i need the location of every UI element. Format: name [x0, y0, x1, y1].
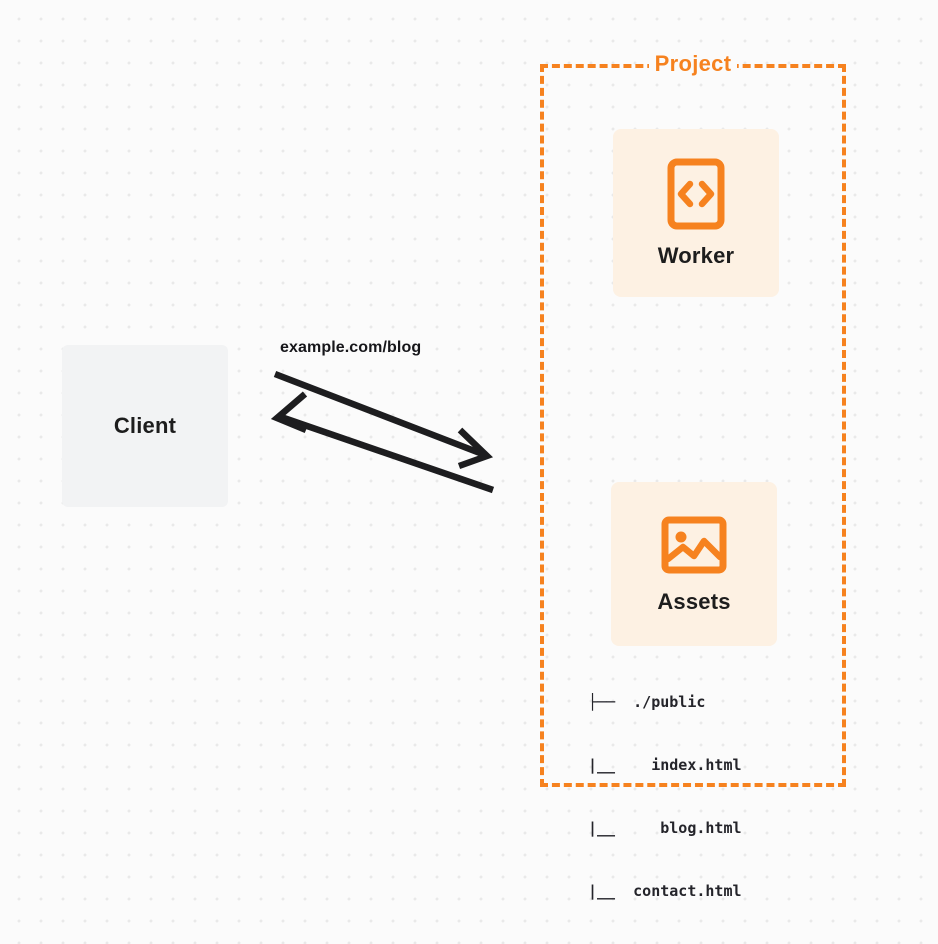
diagram-canvas: Client example.com/blog Project Worker [62, 51, 846, 900]
arrow-outbound-head [457, 427, 494, 470]
code-file-icon [666, 157, 726, 231]
client-node[interactable]: Client [62, 345, 228, 507]
file-tree-row: |__ index.html [588, 756, 742, 774]
arrow-inbound-head [270, 391, 308, 434]
service-label-assets: Assets [657, 589, 731, 614]
connection-arrows [270, 370, 495, 494]
arrow-inbound-line [279, 413, 495, 494]
service-card-assets[interactable]: Assets [611, 482, 777, 646]
service-label-worker: Worker [657, 243, 735, 268]
project-title: Project [540, 51, 846, 77]
file-tree-row: ├── ./public [588, 693, 706, 711]
client-label: Client [113, 413, 177, 438]
file-tree-row: |__ blog.html [588, 819, 742, 837]
arrow-outbound-line [273, 370, 487, 459]
service-card-worker[interactable]: Worker [613, 129, 779, 297]
file-tree-row: |__ contact.html [588, 882, 742, 900]
project-title-text: Project [648, 51, 738, 76]
assets-file-tree: ├── ./public |__ index.html |__ blog.htm… [588, 650, 742, 944]
image-icon [660, 513, 728, 577]
connection-label: example.com/blog [280, 339, 422, 356]
